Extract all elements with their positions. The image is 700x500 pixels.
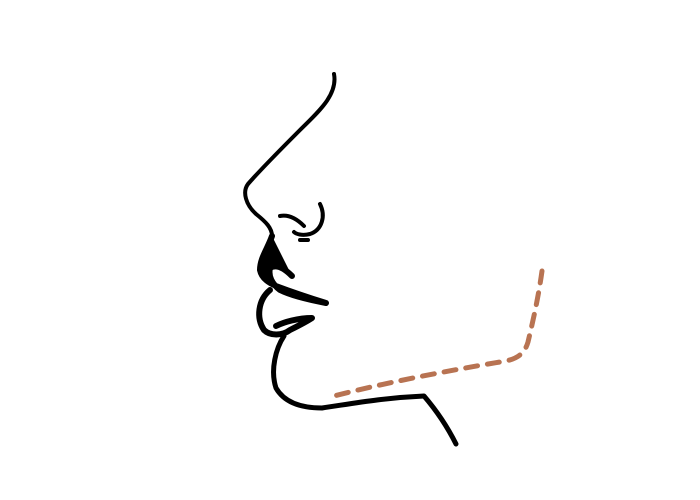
profile-outline [243, 72, 459, 447]
upper-lip [257, 233, 329, 306]
lower-lip [256, 287, 315, 338]
chin-jaw-line [271, 333, 459, 447]
jawline-guide-dashed [331, 268, 545, 399]
nostril [278, 202, 325, 242]
nose-bridge-line [243, 72, 337, 238]
